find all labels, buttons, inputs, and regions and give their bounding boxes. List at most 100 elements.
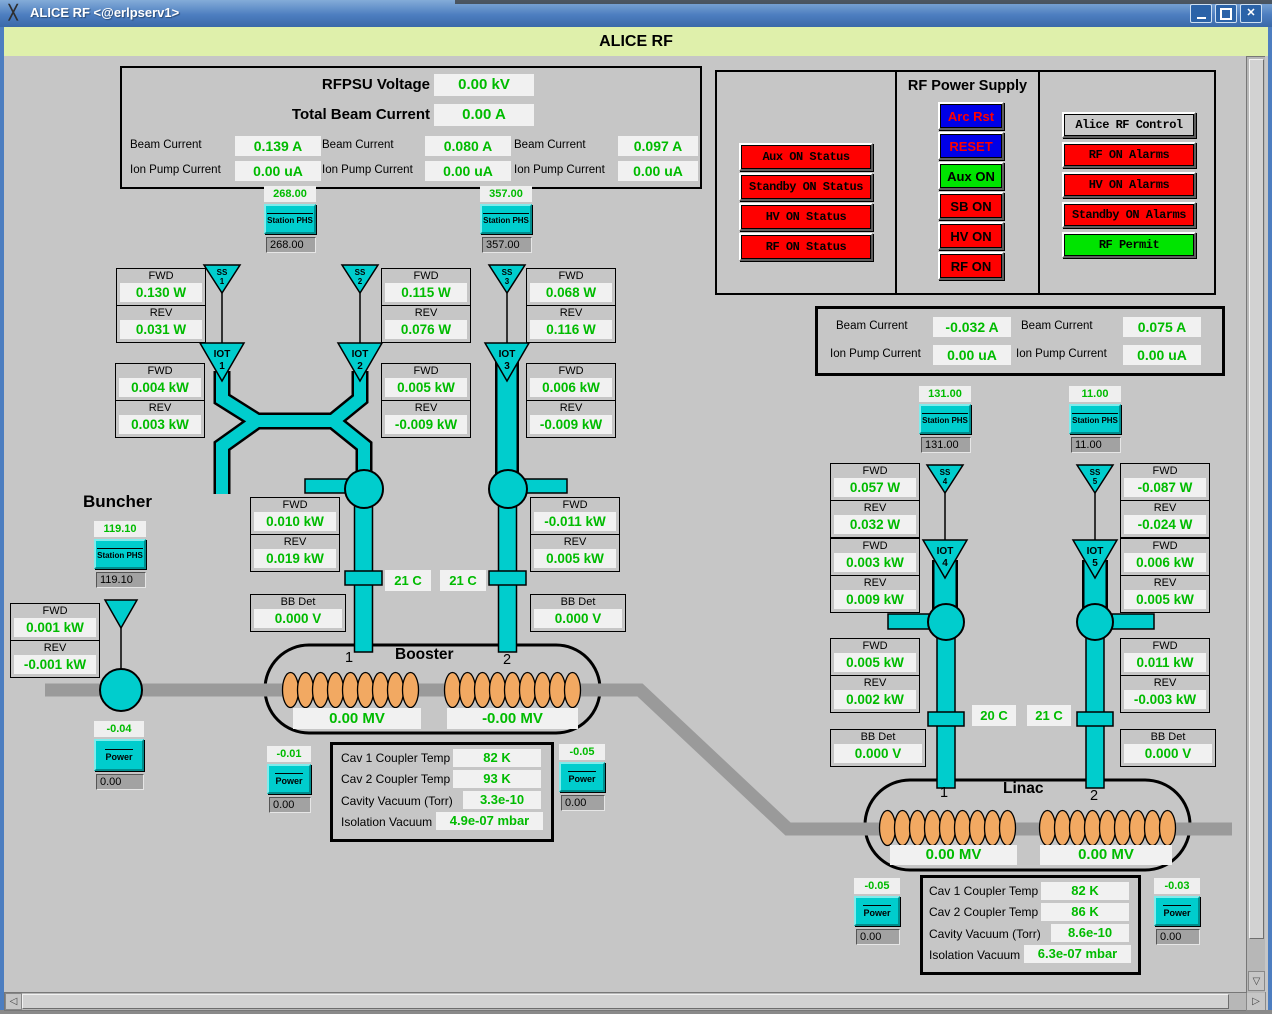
beam-current-value: 0.139 A <box>235 136 321 156</box>
isolation-vacuum-label: Isolation Vacuum <box>341 815 433 829</box>
fwd-label: FWD <box>413 270 439 282</box>
window-border-bottom <box>0 1010 1272 1014</box>
station-phs-button[interactable]: Station PHS <box>94 539 146 569</box>
iot-label: IOT <box>1087 546 1104 557</box>
ion-pump-current-value: 0.00 uA <box>933 345 1011 365</box>
power-readback: -0.04 <box>94 721 144 737</box>
combiner-waveguide <box>213 371 373 494</box>
cav2-coupler-temp-label: Cav 2 Coupler Temp <box>929 905 1039 919</box>
cav1-coupler-temp-label: Cav 1 Coupler Temp <box>341 751 451 765</box>
power-setpoint[interactable]: 0.00 <box>1156 929 1200 945</box>
aux-on-button[interactable]: Aux ON <box>938 162 1004 190</box>
power-button[interactable]: Power <box>854 896 900 926</box>
power-readback: -0.01 <box>267 746 311 762</box>
arc-rst-button[interactable]: Arc Rst <box>938 102 1004 130</box>
power-setpoint[interactable]: 0.00 <box>561 795 605 811</box>
cav1-coupler-temp-value: 82 K <box>1041 882 1129 900</box>
rf-permit-button[interactable]: RF Permit <box>1062 232 1196 258</box>
iot-label: IOT <box>352 349 369 360</box>
close-button[interactable]: ✕ <box>1240 4 1262 23</box>
standby-on-status-button[interactable]: Standby ON Status <box>739 173 873 201</box>
bb-det-label: BB Det <box>280 596 316 608</box>
page-title-band: ALICE RF <box>4 27 1268 56</box>
minimize-button[interactable] <box>1190 4 1212 23</box>
hv-on-status-button[interactable]: HV ON Status <box>739 203 873 231</box>
linac-cavity-1-number: 1 <box>940 785 949 801</box>
booster-cavity-2-number: 2 <box>503 652 512 668</box>
beam-summary-panel: RFPSU Voltage 0.00 kV Total Beam Current… <box>120 66 702 189</box>
station-phs-button[interactable]: Station PHS <box>919 404 971 434</box>
rev-label: REV <box>43 642 67 654</box>
fwd-label: FWD <box>1152 640 1178 652</box>
rev-label: REV <box>283 536 307 548</box>
scroll-left-arrow-icon[interactable]: ◁ <box>5 993 22 1010</box>
power-button[interactable]: Power <box>267 764 311 794</box>
bb-det-value: 0.000 V <box>1124 744 1212 763</box>
phs-setpoint[interactable]: 11.00 <box>1071 437 1121 453</box>
phs-readback: 268.00 <box>264 186 316 202</box>
phs-setpoint[interactable]: 131.00 <box>921 437 971 453</box>
fwd-label: FWD <box>282 499 308 511</box>
isolation-vacuum-value: 6.3e-07 mbar <box>1024 945 1131 963</box>
circulator-load-arm <box>1111 613 1155 630</box>
buncher-assembly <box>99 599 143 712</box>
phs-setpoint[interactable]: 268.00 <box>266 237 316 253</box>
beam-current-label: Beam Current <box>322 139 394 151</box>
power-setpoint[interactable]: 0.00 <box>856 929 900 945</box>
power-button[interactable]: Power <box>94 739 144 771</box>
power-button-label: Power <box>568 770 596 784</box>
h-scrollbar-thumb[interactable] <box>22 994 1229 1009</box>
rev-value: 0.019 kW <box>254 549 336 568</box>
rev-label: REV <box>1153 577 1177 589</box>
v-scrollbar[interactable]: ▽ <box>1246 56 1265 993</box>
station-phs-button[interactable]: Station PHS <box>480 204 532 234</box>
power-button[interactable]: Power <box>559 762 605 792</box>
hv-on-alarms-button[interactable]: HV ON Alarms <box>1062 172 1196 198</box>
alice-rf-control-button[interactable]: Alice RF Control <box>1062 112 1196 138</box>
linac-cavity-1-cells <box>878 809 1017 847</box>
phs-setpoint[interactable]: 119.10 <box>96 572 146 588</box>
ss-number: 1 <box>220 277 225 286</box>
hv-on-button[interactable]: HV ON <box>938 222 1004 250</box>
rf-on-alarms-button[interactable]: RF ON Alarms <box>1062 142 1196 168</box>
linac-cavity-2-number: 2 <box>1090 788 1099 804</box>
phs-setpoint[interactable]: 357.00 <box>482 237 532 253</box>
phs-readback: 131.00 <box>919 386 971 402</box>
rev-label: REV <box>149 307 173 319</box>
iot-amplifier-5 <box>1071 539 1119 580</box>
maximize-icon <box>1220 7 1232 20</box>
station-phs-button[interactable]: Station PHS <box>264 204 316 234</box>
reset-button[interactable]: RESET <box>938 132 1004 160</box>
station-phs-button-label: Station PHS <box>267 213 313 225</box>
scroll-down-arrow-icon[interactable]: ▽ <box>1248 971 1265 991</box>
iot-number: 3 <box>504 361 510 372</box>
aux-on-status-button[interactable]: Aux ON Status <box>739 143 873 171</box>
bb-det-value: 0.000 V <box>254 609 342 628</box>
scroll-right-arrow-icon[interactable]: ▷ <box>1246 992 1266 1011</box>
power-setpoint[interactable]: 0.00 <box>269 797 311 813</box>
ss-splitter-4 <box>925 464 965 495</box>
power-button[interactable]: Power <box>1154 896 1200 926</box>
power-setpoint[interactable]: 0.00 <box>96 774 144 790</box>
page-title: ALICE RF <box>599 32 673 50</box>
maximize-button[interactable] <box>1215 4 1237 23</box>
panel-divider <box>1038 72 1040 293</box>
rf-on-status-button[interactable]: RF ON Status <box>739 233 873 261</box>
sb-on-button[interactable]: SB ON <box>938 192 1004 220</box>
booster-cryo-panel: Cav 1 Coupler Temp 82 K Cav 2 Coupler Te… <box>330 742 554 842</box>
standby-on-alarms-button[interactable]: Standby ON Alarms <box>1062 202 1196 228</box>
fwd-value: 0.005 kW <box>385 378 467 397</box>
rev-value: 0.032 W <box>834 515 916 534</box>
fwd-label: FWD <box>862 465 888 477</box>
cav1-coupler-temp-label: Cav 1 Coupler Temp <box>929 884 1039 898</box>
h-scrollbar[interactable]: ◁ <box>4 992 1248 1011</box>
booster-cavity-1-number: 1 <box>345 650 354 666</box>
rf-on-button[interactable]: RF ON <box>938 252 1004 280</box>
fwd-value: 0.010 kW <box>254 512 336 531</box>
station-phs-button[interactable]: Station PHS <box>1069 404 1121 434</box>
rev-value: -0.001 kW <box>14 655 96 674</box>
v-scrollbar-thumb[interactable] <box>1249 59 1264 939</box>
